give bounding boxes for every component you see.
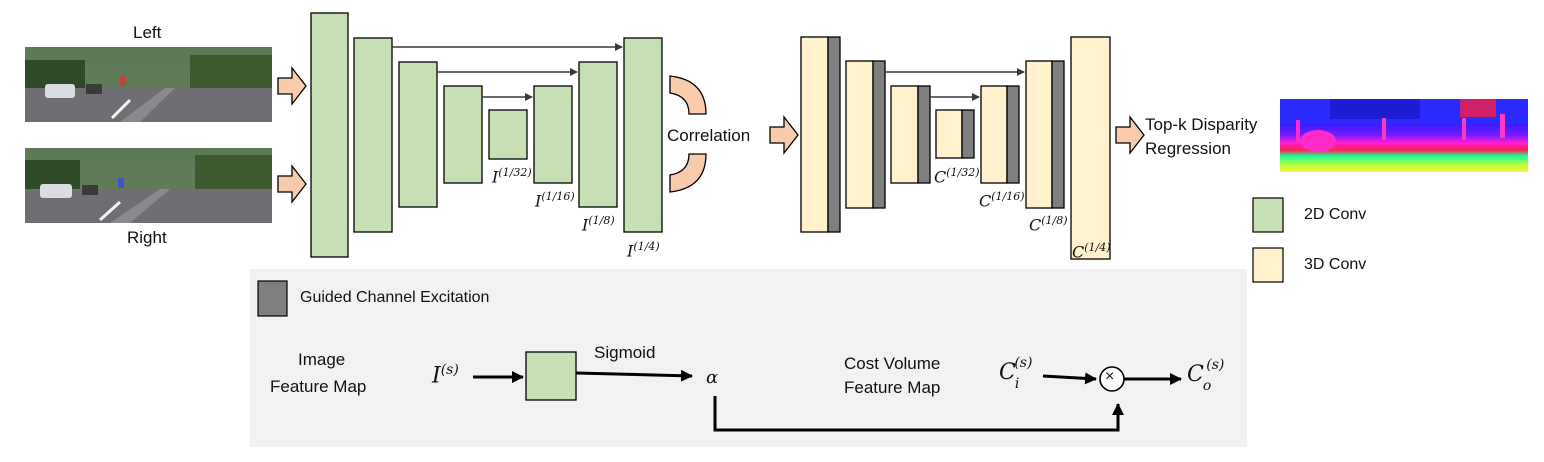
image-feature-map-line1: Image [298, 350, 346, 369]
ci-to-multiply-arrow [1042, 372, 1097, 385]
conv2d-block-6 [533, 85, 573, 184]
disparity-map [1280, 99, 1528, 172]
sigmoid-label: Sigmoid [594, 343, 656, 362]
image-feature-map-line2: Feature Map [270, 377, 367, 396]
gce-block-5 [1006, 85, 1020, 184]
image-feature-label-32: I(1/32) [492, 166, 532, 187]
gce-title: Guided Channel Excitation [300, 289, 490, 306]
gce-panel [250, 269, 1247, 447]
sigmoid-arrow [575, 369, 693, 382]
multiply-symbol: × [1105, 368, 1115, 385]
feature-skip-connections [392, 43, 623, 101]
conv2d-block-1 [310, 12, 349, 258]
legend-swatch-2d [1252, 197, 1284, 233]
gce-block-3 [917, 85, 931, 184]
conv3d-block-5 [980, 85, 1008, 184]
image-feature-symbol: I(s) [432, 362, 459, 389]
gce-legend-swatch [257, 280, 288, 317]
cost-feature-label-8: C(1/8) [1029, 214, 1068, 235]
cost-feature-label-32: C(1/32) [934, 166, 980, 187]
right-image [25, 148, 272, 223]
conv2d-block-8 [623, 37, 663, 233]
correlation-arc-bottom [669, 153, 707, 193]
gce-conv-block [525, 351, 577, 401]
conv3d-block-3 [890, 85, 919, 184]
gce-block-2 [872, 60, 886, 209]
cost-skip-connections [885, 68, 1025, 101]
conv2d-block-4 [443, 85, 483, 184]
gce-block-4 [961, 109, 975, 159]
cost-aggregation [800, 36, 1111, 260]
correlation-output-arrow [769, 115, 799, 155]
feature-extractor [310, 12, 663, 258]
conv2d-block-5 [488, 109, 528, 160]
conv3d-block-1 [800, 36, 829, 233]
cost-volume-line2: Feature Map [844, 378, 941, 397]
cost-feature-label-4: C(1/4) [1072, 241, 1111, 262]
legend-label-2d: 2D Conv [1304, 206, 1367, 223]
legend-label-3d: 3D Conv [1304, 256, 1367, 273]
correlation-arc-top [669, 75, 707, 115]
conv3d-block-2 [845, 60, 874, 209]
alpha-symbol: α [706, 367, 719, 388]
regression-label-line1: Top-k Disparity [1145, 115, 1258, 134]
cost-feature-label-16: C(1/16) [979, 190, 1025, 211]
legend-swatch-3d [1252, 247, 1284, 283]
ci-symbol: Ci(s) [999, 355, 1033, 392]
conv3d-block-4 [935, 109, 963, 159]
left-image-title: Left [133, 23, 162, 42]
image-feature-label-8: I(1/8) [582, 214, 615, 235]
image-feature-label-4: I(1/4) [627, 240, 660, 261]
conv3d-block-6 [1025, 60, 1053, 209]
gce-block-1 [827, 36, 841, 233]
regression-arrow [1115, 115, 1145, 155]
co-symbol: Co(s) [1187, 357, 1225, 394]
regression-label-line2: Regression [1145, 139, 1231, 158]
right-input-arrow [277, 164, 307, 204]
gce-flow [473, 351, 1182, 432]
cost-volume-line1: Cost Volume [844, 354, 941, 373]
left-input-arrow [277, 66, 307, 106]
conv2d-block-3 [398, 61, 438, 208]
conv2d-block-2 [353, 37, 393, 233]
image-feature-label-16: I(1/16) [535, 190, 575, 211]
gce-block-6 [1051, 60, 1065, 209]
alpha-to-multiply-path [713, 396, 1124, 432]
right-image-title: Right [127, 228, 167, 247]
conv2d-block-7 [578, 61, 618, 208]
correlation-label: Correlation [667, 126, 751, 145]
left-image [25, 47, 272, 122]
conv3d-block-7 [1070, 36, 1111, 260]
